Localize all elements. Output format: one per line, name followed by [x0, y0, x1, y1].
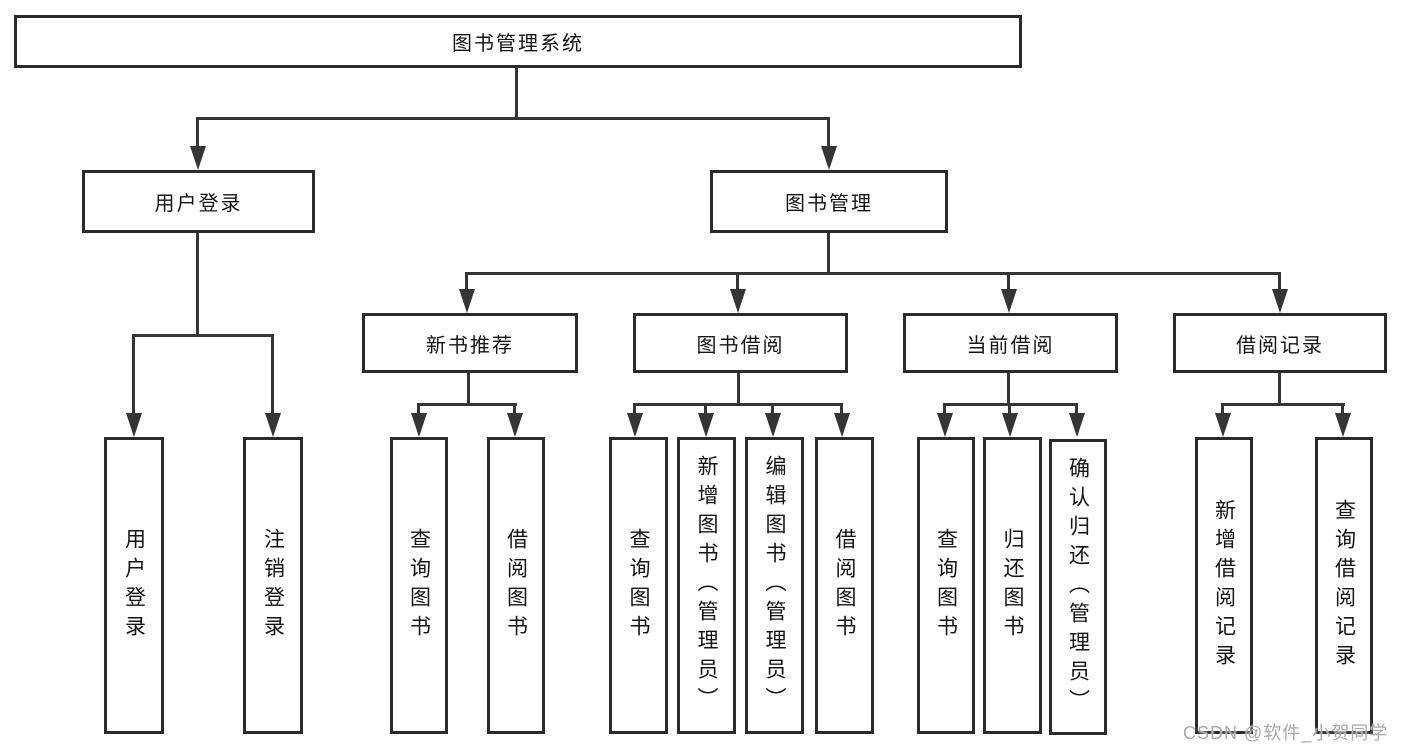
arrow-down-icon — [265, 413, 281, 437]
leaf-label: 借阅图书 — [504, 527, 528, 644]
connector-drop — [465, 272, 468, 291]
leaf-label: 新增借阅记录 — [1212, 498, 1236, 673]
leaf-query-books: 查询图书 — [390, 437, 448, 734]
node-book-borrow: 图书借阅 — [633, 313, 848, 373]
node-current-borrow-label: 当前借阅 — [966, 334, 1055, 357]
connector-drop — [736, 272, 739, 291]
connector-drop — [1278, 272, 1281, 291]
leaf-label: 查询借阅记录 — [1332, 498, 1356, 673]
node-new-book-recommend-label: 新书推荐 — [426, 334, 514, 357]
node-user-login: 用户登录 — [82, 170, 315, 233]
arrow-down-icon — [627, 413, 643, 437]
arrow-down-icon — [1001, 289, 1017, 313]
connector-stem — [196, 233, 199, 336]
leaf-add-borrow-record: 新增借阅记录 — [1195, 437, 1253, 734]
connector-drop — [1221, 403, 1224, 415]
connector-drop — [827, 117, 830, 148]
arrow-down-icon — [698, 413, 714, 437]
connector-drop — [1007, 272, 1010, 291]
connector-drop — [704, 403, 707, 415]
leaf-label: 查询图书 — [407, 527, 431, 644]
node-current-borrow: 当前借阅 — [903, 313, 1118, 373]
connector-drop — [943, 403, 946, 415]
leaf-label: 归还图书 — [1001, 527, 1024, 644]
leaf-query-borrow-record: 查询借阅记录 — [1315, 437, 1373, 734]
node-root: 图书管理系统 — [14, 15, 1022, 68]
leaf-label: 查询图书 — [627, 527, 650, 644]
node-book-management-label: 图书管理 — [785, 193, 873, 215]
arrow-down-icon — [459, 289, 475, 313]
node-book-management: 图书管理 — [710, 170, 948, 233]
node-borrow-records: 借阅记录 — [1173, 313, 1387, 373]
connector-branch — [132, 334, 274, 337]
arrow-down-icon — [1215, 413, 1231, 437]
leaf-label: 查询图书 — [934, 527, 958, 644]
leaf-label: 用户登录 — [122, 527, 146, 644]
arrow-down-icon — [1335, 413, 1351, 437]
arrow-down-icon — [126, 413, 142, 437]
node-new-book-recommend: 新书推荐 — [362, 313, 578, 373]
connector-stem — [1278, 373, 1281, 405]
arrow-down-icon — [821, 146, 837, 170]
leaf-label: 编辑图书（管理员） — [763, 455, 786, 716]
arrow-down-icon — [190, 146, 206, 170]
leaf-label: 注销登录 — [261, 527, 285, 644]
leaf-user-login: 用户登录 — [104, 437, 164, 734]
arrow-down-icon — [1069, 413, 1085, 437]
connector-drop — [1008, 403, 1011, 415]
connector-branch — [417, 403, 517, 406]
node-user-login-label: 用户登录 — [154, 193, 243, 215]
connector-drop — [840, 403, 843, 415]
connector-stem — [1007, 373, 1010, 405]
arrow-down-icon — [730, 289, 746, 313]
node-borrow-records-label: 借阅记录 — [1236, 334, 1324, 357]
connector-drop — [513, 403, 516, 415]
connector-stem — [737, 373, 740, 405]
leaf-edit-books-admin: 编辑图书（管理员） — [745, 437, 804, 734]
connector-branch — [1221, 403, 1345, 406]
connector-drop — [196, 117, 199, 148]
node-root-label: 图书管理系统 — [452, 33, 584, 55]
arrow-down-icon — [937, 413, 953, 437]
connector-drop — [132, 334, 135, 415]
connector-drop — [771, 403, 774, 415]
leaf-borrow-books: 借阅图书 — [815, 437, 874, 734]
connector-drop — [417, 403, 420, 415]
leaf-label: 借阅图书 — [833, 527, 856, 644]
node-book-borrow-label: 图书借阅 — [696, 334, 785, 357]
csdn-watermark: CSDN @软件_小贺同学 — [1183, 723, 1389, 743]
arrow-down-icon — [834, 413, 850, 437]
leaf-label: 新增图书（管理员） — [695, 455, 718, 716]
arrow-down-icon — [411, 413, 427, 437]
connector-stem — [467, 373, 470, 405]
connector-branch — [633, 403, 843, 406]
arrow-down-icon — [1272, 289, 1288, 313]
connector-stem — [515, 68, 518, 119]
connector-branch — [465, 272, 1281, 275]
arrow-down-icon — [1002, 413, 1018, 437]
arrow-down-icon — [765, 413, 781, 437]
leaf-borrow-books: 借阅图书 — [487, 437, 545, 734]
leaf-logout: 注销登录 — [243, 437, 303, 734]
arrow-down-icon — [507, 413, 523, 437]
leaf-return-books: 归还图书 — [983, 437, 1042, 734]
connector-stem — [827, 233, 830, 274]
leaf-confirm-return-admin: 确认归还（管理员） — [1049, 439, 1107, 735]
connector-drop — [271, 334, 274, 415]
connector-drop — [1341, 403, 1344, 415]
leaf-label: 确认归还（管理员） — [1066, 456, 1090, 718]
leaf-add-books-admin: 新增图书（管理员） — [677, 437, 736, 734]
connector-drop — [1075, 403, 1078, 415]
leaf-query-books: 查询图书 — [917, 437, 975, 734]
leaf-query-books: 查询图书 — [609, 437, 668, 734]
connector-branch — [196, 117, 830, 120]
connector-drop — [633, 403, 636, 415]
